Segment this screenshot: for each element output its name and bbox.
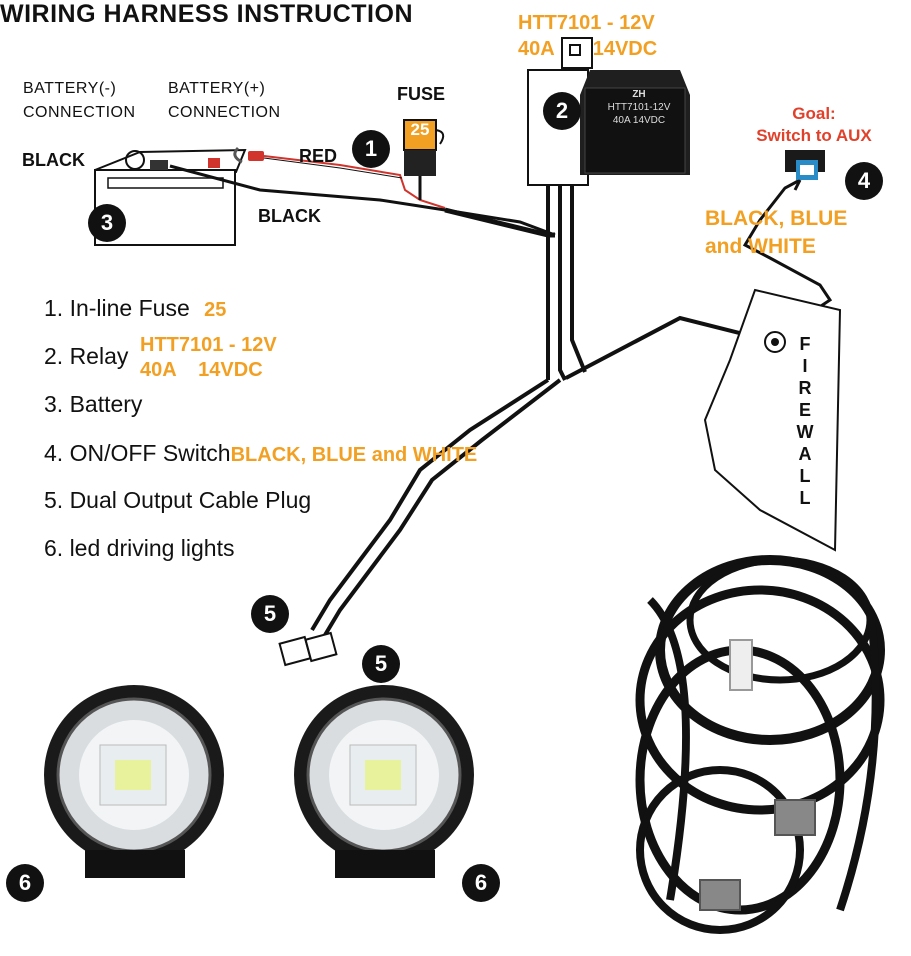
- relay-body-model: HTT7101-12V: [607, 102, 671, 113]
- battery-negative-line1: BATTERY(-): [23, 80, 117, 97]
- relay-body-text: ZH HTT7101-12V 40A 14VDC: [590, 88, 688, 127]
- harness-coil-photo: [635, 555, 885, 934]
- relay-spec-ratings: 40A 14VDC: [518, 36, 657, 62]
- legend-extra: 25: [204, 299, 227, 321]
- wire-label-black-top: BLACK: [22, 150, 85, 170]
- led-light-illustration-b: [294, 685, 474, 878]
- goal-line1: Goal:: [792, 104, 836, 123]
- legend-extra: BLACK, BLUE and WHITE: [230, 444, 478, 466]
- legend-text: 5. Dual Output Cable Plug: [44, 487, 312, 513]
- switch-connector: [785, 150, 825, 191]
- firewall-letter: R: [798, 378, 812, 398]
- legend-text: 2. Relay: [44, 343, 129, 369]
- firewall-letter: L: [799, 488, 811, 508]
- switch-colors-line1: BLACK, BLUE: [705, 207, 848, 230]
- battery-positive-label: BATTERY(+) CONNECTION: [168, 77, 281, 125]
- firewall-letter: F: [799, 334, 811, 354]
- relay-logo: ZH: [632, 89, 646, 100]
- goal-line2: Switch to AUX: [756, 126, 872, 145]
- diagram-title: WIRING HARNESS INSTRUCTION: [0, 0, 413, 28]
- fuse-value: 25: [410, 120, 430, 139]
- legend-text: 1. In-line Fuse: [44, 295, 190, 321]
- firewall-panel: [703, 288, 842, 552]
- legend-relay-spec: HTT7101 - 12V 40A 14VDC: [140, 333, 277, 383]
- legend-text: 6. led driving lights: [44, 535, 235, 561]
- firewall-letter: A: [798, 444, 812, 464]
- firewall-letter: W: [796, 422, 814, 442]
- badge-switch: 4: [845, 162, 883, 200]
- relay-body-ratings: 40A 14VDC: [590, 114, 688, 127]
- relay-body-volts: 14VDC: [632, 115, 666, 126]
- relay-illustration: [527, 37, 690, 186]
- wire-label-red: RED: [299, 146, 338, 166]
- relay-spec-label: HTT7101 - 12V 40A 14VDC: [518, 10, 657, 62]
- wire-label-black-bottom: BLACK: [258, 206, 321, 226]
- fuse-holder-illustration: [403, 119, 445, 176]
- firewall-letter: E: [798, 400, 811, 420]
- badge-battery: 3: [88, 204, 126, 242]
- firewall-label: F I R E W A L L: [795, 333, 815, 509]
- goal-label: Goal: Switch to AUX: [744, 103, 884, 147]
- relay-body-amps: 40A: [612, 115, 631, 126]
- firewall-letter: I: [802, 356, 808, 376]
- legend-item-plug: 5. Dual Output Cable Plug: [44, 487, 311, 514]
- relay-spec-model: HTT7101 - 12V: [518, 12, 655, 34]
- battery-positive-line2: CONNECTION: [168, 104, 281, 121]
- legend-relay-ratings: 40A 14VDC: [140, 359, 263, 381]
- led-light-illustration-a: [44, 685, 224, 878]
- relay-spec-volts: 14VDC: [592, 38, 658, 60]
- relay-spec-amps: 40A: [518, 38, 555, 60]
- firewall-letter: L: [799, 466, 811, 486]
- dual-output-plugs: [278, 631, 338, 667]
- fuse-label: FUSE: [397, 84, 446, 104]
- legend-item-relay: 2. Relay: [44, 343, 128, 370]
- badge-plug-a: 5: [251, 595, 289, 633]
- legend-relay-model: HTT7101 - 12V: [140, 334, 277, 356]
- legend-item-switch: 4. ON/OFF SwitchBLACK, BLUE and WHITE: [44, 440, 477, 467]
- legend-item-fuse: 1. In-line Fuse 25: [44, 295, 226, 322]
- battery-negative-line2: CONNECTION: [23, 104, 136, 121]
- switch-colors-line2: and WHITE: [705, 235, 816, 258]
- badge-plug-b: 5: [362, 645, 400, 683]
- badge-light-a: 6: [6, 864, 44, 902]
- badge-light-b: 6: [462, 864, 500, 902]
- legend-item-lights: 6. led driving lights: [44, 535, 235, 562]
- badge-fuse: 1: [352, 130, 390, 168]
- legend-text: 4. ON/OFF Switch: [44, 440, 231, 466]
- legend-item-battery: 3. Battery: [44, 391, 142, 418]
- legend-text: 3. Battery: [44, 391, 143, 417]
- battery-negative-label: BATTERY(-) CONNECTION: [23, 77, 136, 125]
- badge-relay: 2: [543, 92, 581, 130]
- battery-positive-line1: BATTERY(+): [168, 80, 266, 97]
- switch-colors-label: BLACK, BLUE and WHITE: [705, 205, 847, 261]
